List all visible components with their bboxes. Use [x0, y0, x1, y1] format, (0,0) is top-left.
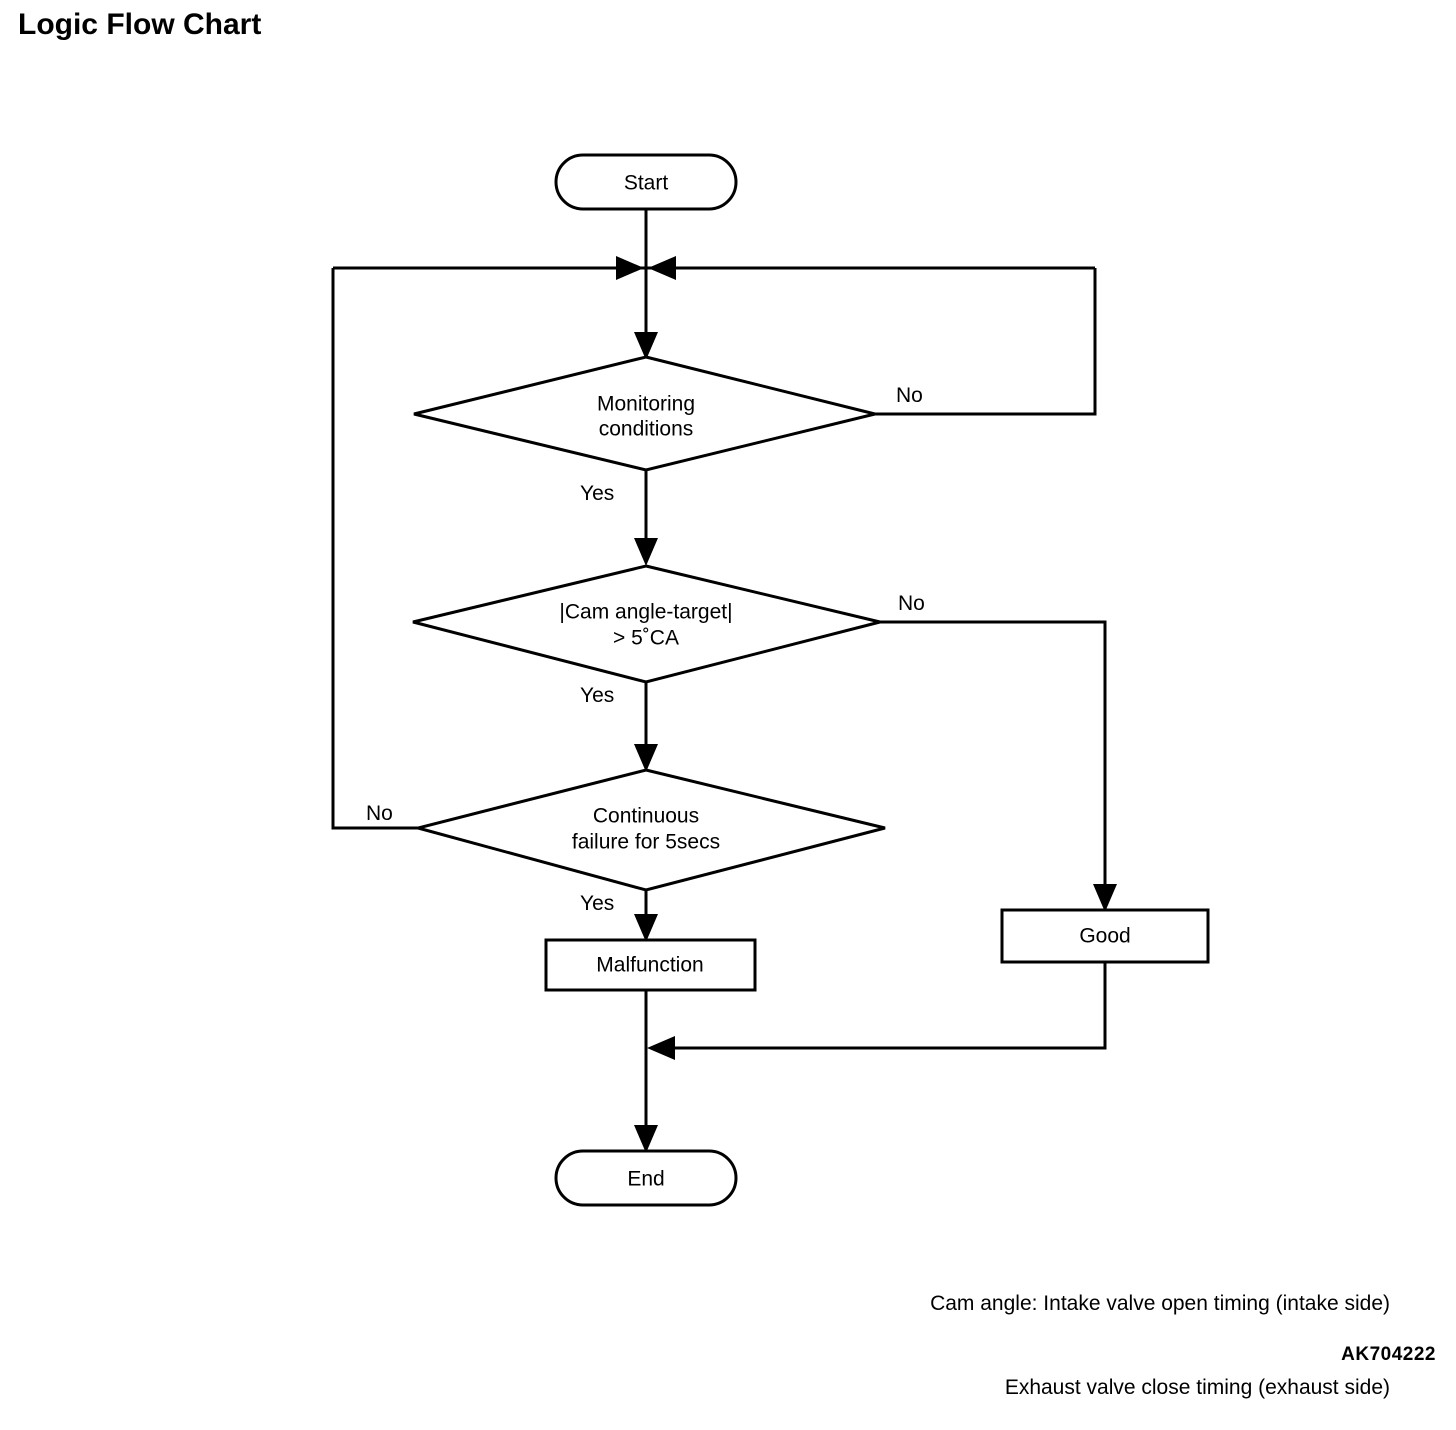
- node-d2-label-line1: |Cam angle-target|: [559, 601, 732, 624]
- node-end-label: End: [627, 1168, 664, 1191]
- node-malfunction-label: Malfunction: [596, 954, 703, 977]
- node-d1-label-line1: Monitoring: [597, 393, 695, 416]
- node-d2-label-line2: > 5˚CA: [613, 627, 679, 650]
- node-good[interactable]: [1000, 908, 1210, 964]
- arrowhead-into-d3: [634, 744, 658, 772]
- edge-d2-no-to-good: [880, 620, 1107, 903]
- edge-label-d3-yes: Yes: [580, 892, 614, 915]
- node-good-label: Good: [1079, 925, 1130, 948]
- edge-good-to-end-merge: [656, 962, 1107, 1050]
- arrowhead-into-d1: [634, 332, 658, 360]
- edge-label-d2-yes: Yes: [580, 684, 614, 707]
- footer-note: Cam angle: Intake valve open timing (int…: [800, 1234, 1390, 1430]
- junction-arrowhead-right: [648, 256, 676, 280]
- node-end[interactable]: [554, 1149, 738, 1207]
- node-d3-label-line1: Continuous: [593, 805, 699, 828]
- arrowhead-into-end: [634, 1125, 658, 1153]
- node-decision-monitoring-conditions[interactable]: [413, 355, 876, 472]
- node-malfunction[interactable]: [544, 938, 757, 992]
- footer-note-line-2: Exhaust valve close timing (exhaust side…: [1004, 1376, 1390, 1399]
- node-d3-label-line2: failure for 5secs: [572, 831, 720, 854]
- logic-flow-chart-diagram: Start Monitoring conditions |Cam angle-t…: [331, 153, 1210, 1207]
- page-title: Logic Flow Chart: [18, 8, 262, 41]
- footer-note-line-1: Cam angle: Intake valve open timing (int…: [930, 1292, 1390, 1315]
- node-start-label: Start: [624, 172, 669, 195]
- edge-label-d1-no: No: [896, 384, 923, 407]
- node-decision-continuous-failure[interactable]: [412, 768, 886, 892]
- node-decision-cam-angle-target[interactable]: [412, 564, 881, 684]
- arrowhead-into-d2: [634, 538, 658, 566]
- edge-label-d2-no: No: [898, 592, 925, 615]
- node-start[interactable]: [554, 153, 738, 211]
- edge-d3-no-loop: [331, 268, 418, 830]
- junction-arrowhead-left: [616, 256, 644, 280]
- arrowhead-into-malfunction: [634, 914, 658, 942]
- edge-d1-no-loop: [875, 268, 1097, 416]
- figure-code: AK704222: [1341, 1344, 1436, 1365]
- arrowhead-merge-to-end-line: [647, 1036, 675, 1060]
- edge-label-d1-yes: Yes: [580, 482, 614, 505]
- node-d1-label-line2: conditions: [599, 418, 694, 441]
- edge-label-d3-no: No: [366, 802, 393, 825]
- arrowhead-into-good: [1093, 884, 1117, 912]
